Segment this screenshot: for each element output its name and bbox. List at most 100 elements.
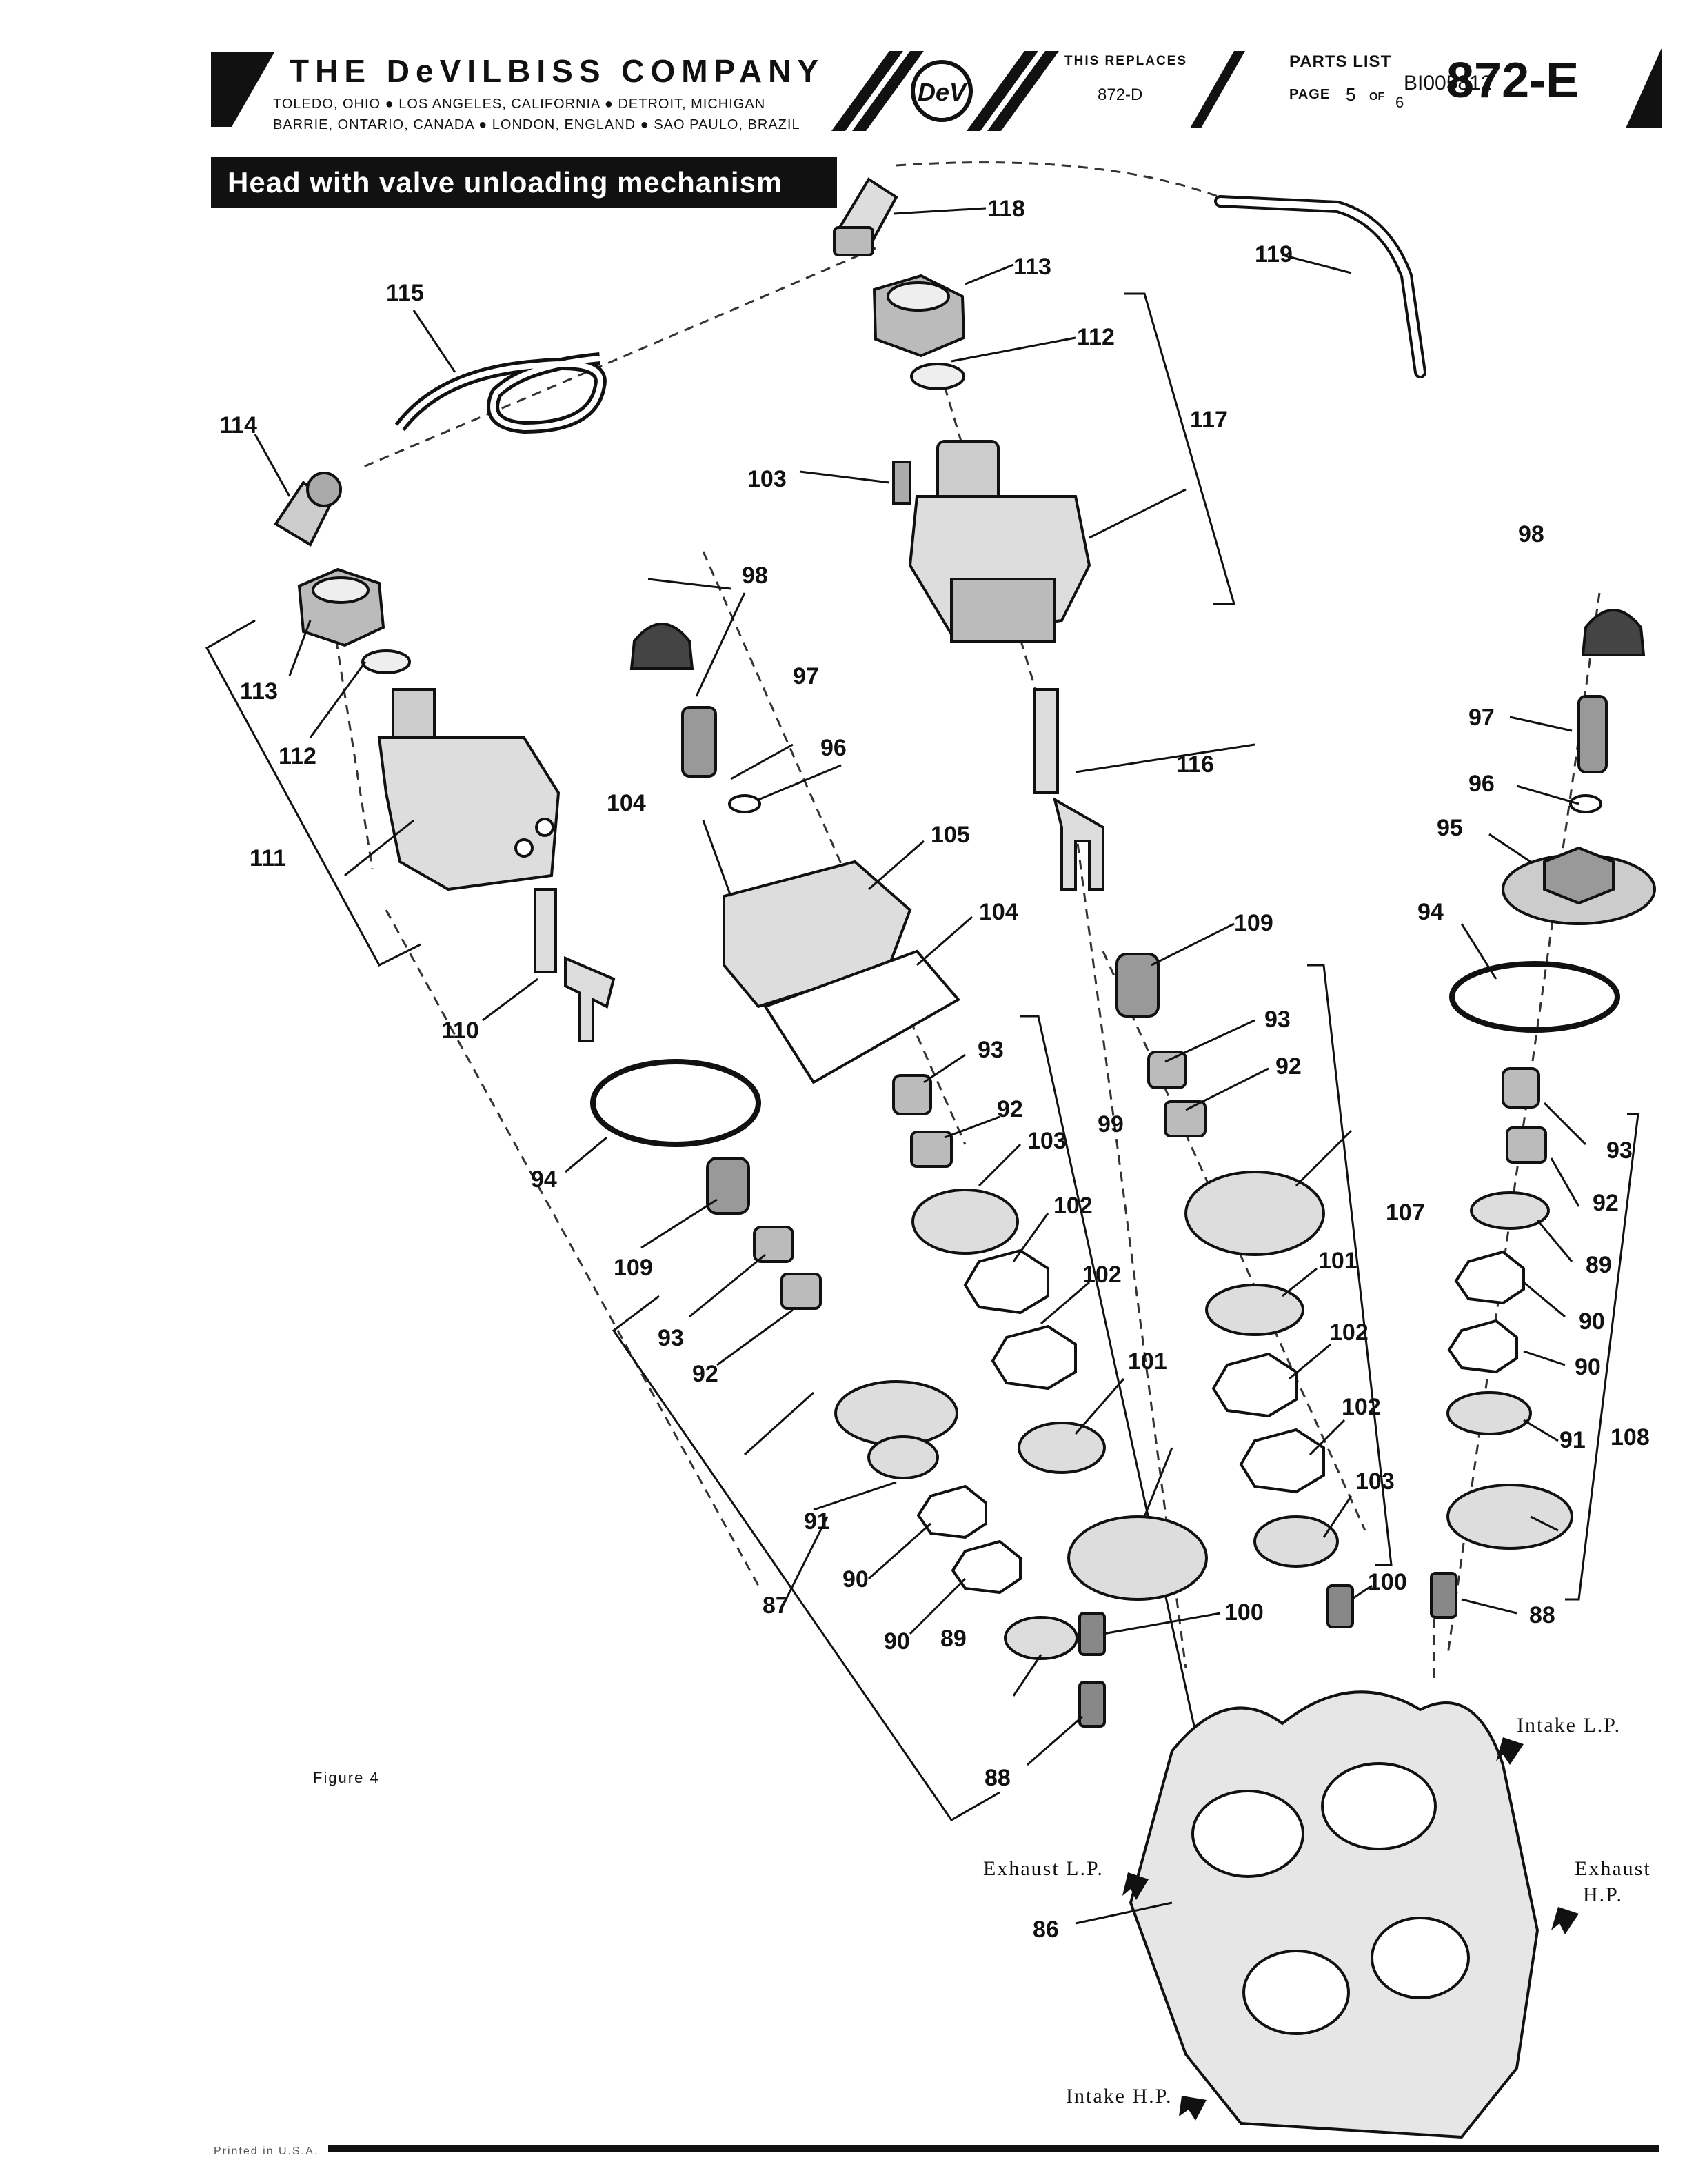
spring-plate-102-a <box>963 1248 1049 1315</box>
ring-96-right <box>1569 794 1602 813</box>
nut-92-c <box>1506 1126 1547 1164</box>
washer-101-right <box>1205 1284 1304 1336</box>
callout-101-b: 101 <box>1318 1248 1357 1274</box>
centerlines <box>330 161 1601 1682</box>
bracket-87 <box>612 1295 1000 1821</box>
nut-92-a <box>910 1131 953 1168</box>
header-slash-4 <box>987 51 1059 131</box>
spring-plate-90-c <box>916 1484 987 1539</box>
callout-98-a: 98 <box>742 563 768 589</box>
callout-112-a: 112 <box>1077 324 1115 350</box>
callout-100-a: 100 <box>1224 1599 1264 1626</box>
bracket-108 <box>1565 1113 1639 1601</box>
cap-93-b <box>1147 1051 1187 1089</box>
bracket-107 <box>1307 964 1393 1566</box>
header-slash-1 <box>831 51 903 131</box>
company-locations-line2: BARRIE, ONTARIO, CANADA ● LONDON, ENGLAN… <box>273 117 800 132</box>
elbow-114 <box>274 472 342 547</box>
spring-97-right <box>1577 695 1608 774</box>
callout-103-b: 103 <box>1027 1128 1067 1154</box>
callout-102-c: 102 <box>1329 1320 1369 1346</box>
callout-93-a: 93 <box>658 1325 684 1351</box>
callout-88-a: 88 <box>1529 1602 1555 1628</box>
bracket-111 <box>205 619 421 967</box>
callout-88-b: 88 <box>985 1765 1011 1791</box>
callout-102-a: 102 <box>1053 1193 1093 1219</box>
callout-98-b: 98 <box>1518 521 1544 547</box>
callout-90-c: 90 <box>842 1566 869 1593</box>
callout-102-b: 102 <box>1082 1262 1122 1288</box>
port-arrows <box>1122 1737 1579 2121</box>
callout-96-b: 96 <box>1468 771 1495 797</box>
callout-103-c: 103 <box>1355 1468 1395 1495</box>
coiled-tube-115 <box>394 352 607 434</box>
bottom-rule <box>328 2145 1659 2152</box>
callout-116: 116 <box>1176 751 1214 778</box>
callout-111: 111 <box>250 845 286 871</box>
replaces-value: 872-D <box>1098 85 1143 104</box>
spring-plate-90-b <box>1447 1319 1518 1374</box>
callout-102-d: 102 <box>1342 1394 1381 1420</box>
callout-87: 87 <box>763 1593 789 1619</box>
callout-109-b: 109 <box>1234 910 1273 936</box>
washer-89-left <box>1004 1616 1078 1660</box>
callout-101-a: 101 <box>1128 1348 1167 1375</box>
port-label-exhaust-hp-1: Exhaust <box>1575 1857 1651 1880</box>
callout-92-d: 92 <box>1593 1190 1619 1216</box>
replaces-label: THIS REPLACES <box>1064 54 1188 68</box>
callout-93-d: 93 <box>1606 1138 1633 1164</box>
callout-113-b: 113 <box>240 678 278 705</box>
callout-91-a: 91 <box>1559 1427 1586 1453</box>
page-title: Head with valve unloading mechanism <box>211 157 837 208</box>
screw-100-b <box>1326 1584 1354 1628</box>
callout-108: 108 <box>1611 1424 1650 1450</box>
washer-91-left <box>867 1435 939 1479</box>
hex-nut-113-upper <box>872 274 966 358</box>
header-right-wedge <box>1626 48 1662 128</box>
callout-86: 86 <box>1033 1917 1059 1943</box>
washer-91-right <box>1446 1391 1532 1435</box>
callout-105: 105 <box>931 822 970 848</box>
screw-100-a <box>1078 1612 1106 1656</box>
callout-114: 114 <box>219 412 257 438</box>
leader-lines <box>254 207 1587 1925</box>
callout-96-a: 96 <box>820 735 847 761</box>
company-locations-line1: TOLEDO, OHIO ● LOS ANGELES, CALIFORNIA ●… <box>273 97 766 112</box>
figure-label: Figure 4 <box>313 1769 380 1786</box>
callout-113-a: 113 <box>1013 254 1051 280</box>
header-graphics: DeV <box>211 48 1662 131</box>
arrow-exhaust-lp <box>1122 1872 1149 1900</box>
nut-92-b <box>1164 1100 1207 1138</box>
cap-nut-98-right <box>1581 609 1646 656</box>
callout-115: 115 <box>386 280 424 306</box>
port-label-exhaust-hp-2: H.P. <box>1583 1883 1624 1906</box>
gasket-94-right <box>1449 961 1620 1033</box>
elbow-fitting-118 <box>833 177 898 256</box>
valve-seat-108 <box>1446 1484 1573 1550</box>
callout-100-b: 100 <box>1368 1569 1407 1595</box>
spring-plate-102-c <box>1211 1352 1298 1418</box>
callout-107: 107 <box>1386 1200 1425 1226</box>
tube-119 <box>1214 195 1426 378</box>
callout-92-b: 92 <box>997 1096 1023 1122</box>
logo-text: DeV <box>918 78 968 106</box>
callout-104-b: 104 <box>979 899 1018 925</box>
callout-92-a: 92 <box>692 1361 718 1387</box>
gasket-94-left <box>590 1059 761 1147</box>
callout-90-b: 90 <box>1575 1354 1601 1380</box>
spring-109-right <box>1115 953 1160 1018</box>
callout-numbers: 118 113 112 117 103 119 115 114 113 112 … <box>219 196 1650 1943</box>
header-left-wedge <box>211 52 274 127</box>
callout-93-b: 93 <box>978 1037 1004 1063</box>
plug-95 <box>1502 846 1656 925</box>
callout-95: 95 <box>1437 815 1463 841</box>
callout-93-c: 93 <box>1264 1007 1291 1033</box>
page-number: 5 <box>1346 84 1356 105</box>
callout-92-c: 92 <box>1275 1053 1302 1080</box>
callout-94-b: 94 <box>1417 899 1444 925</box>
cap-nut-98-left <box>629 623 694 670</box>
valve-body-111 <box>377 688 561 891</box>
callout-90-a: 90 <box>1579 1308 1605 1335</box>
callout-104-a: 104 <box>607 790 646 816</box>
